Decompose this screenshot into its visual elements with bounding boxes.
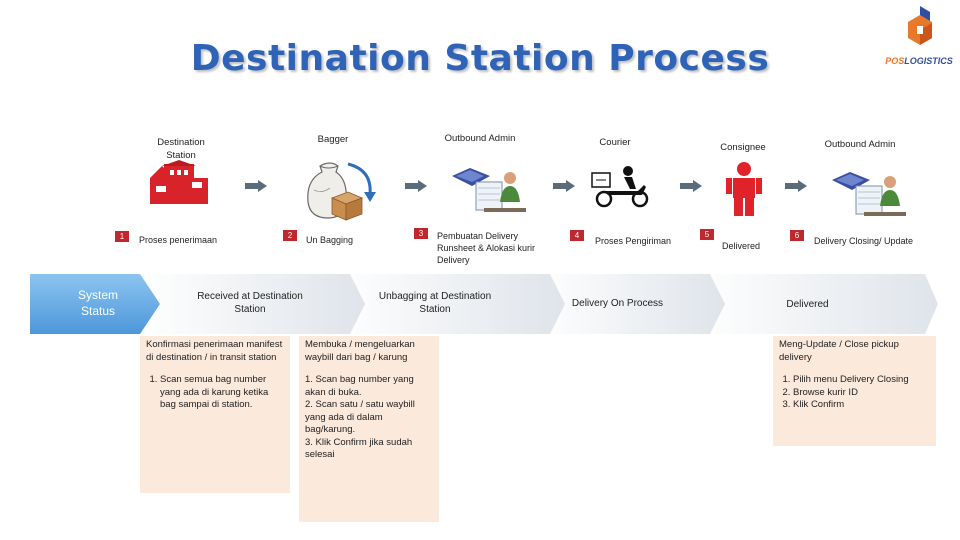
step-number-1: 1 bbox=[115, 231, 129, 242]
computer-operator-icon bbox=[450, 158, 530, 221]
step-number-6: 6 bbox=[790, 230, 804, 241]
role-courier: Courier bbox=[585, 136, 645, 149]
role-outbound-admin-2: Outbound Admin bbox=[810, 138, 910, 151]
arrow-right-icon bbox=[553, 180, 575, 192]
note-closing-intro: Meng-Update / Close pickup delivery bbox=[779, 339, 930, 364]
note-unbagging-intro: Membuka / mengeluarkan waybill dari bag … bbox=[305, 339, 433, 364]
step-number-3: 3 bbox=[414, 228, 428, 239]
role-bagger: Bagger bbox=[300, 133, 366, 146]
status-received: Received at Destination Station bbox=[190, 290, 310, 316]
note-unbagging: Membuka / mengeluarkan waybill dari bag … bbox=[299, 336, 439, 522]
note-unbagging-line: 1. Scan bag number yang akan di buka. bbox=[305, 374, 433, 399]
step-label-3: Pembuatan Delivery Runsheet & Alokasi ku… bbox=[437, 230, 552, 266]
note-unbagging-line: 3. Klik Confirm jika sudah selesai bbox=[305, 437, 433, 462]
note-receiving-intro: Konfirmasi penerimaan manifest di destin… bbox=[146, 339, 284, 364]
role-outbound-admin: Outbound Admin bbox=[430, 132, 530, 145]
note-closing: Meng-Update / Close pickup delivery Pili… bbox=[773, 336, 936, 446]
step-number-4: 4 bbox=[570, 230, 584, 241]
arrow-right-icon bbox=[680, 180, 702, 192]
logo-text: POSLOGISTICS bbox=[880, 56, 958, 66]
step-number-2: 2 bbox=[283, 230, 297, 241]
note-closing-item: Pilih menu Delivery Closing bbox=[793, 374, 930, 387]
step-label-1: Proses penerimaan bbox=[139, 234, 249, 246]
logo-mark-icon bbox=[880, 4, 958, 54]
logo: POSLOGISTICS bbox=[880, 4, 958, 72]
role-consignee: Consignee bbox=[710, 141, 776, 154]
arrow-right-icon bbox=[245, 180, 267, 192]
courier-motorbike-icon bbox=[590, 165, 654, 214]
note-closing-item: Klik Confirm bbox=[793, 399, 930, 412]
arrow-right-icon bbox=[785, 180, 807, 192]
step-label-2: Un Bagging bbox=[306, 234, 386, 246]
note-unbagging-line: 2. Scan satu / satu waybill yang ada di … bbox=[305, 399, 433, 437]
page-title: Destination Station Process bbox=[0, 38, 960, 79]
note-receiving-item: Scan semua bag number yang ada di karung… bbox=[160, 374, 284, 412]
step-label-5: Delivered bbox=[722, 240, 782, 252]
arrow-right-icon bbox=[405, 180, 427, 192]
step-label-6: Delivery Closing/ Update bbox=[814, 235, 934, 247]
status-delivery-on-process: Delivery On Process bbox=[555, 297, 680, 310]
note-closing-item: Browse kurir ID bbox=[793, 387, 930, 400]
person-icon bbox=[724, 162, 764, 221]
computer-operator-icon bbox=[830, 162, 910, 225]
step-label-4: Proses Pengiriman bbox=[595, 235, 685, 247]
role-destination-station: Destination Station bbox=[148, 136, 214, 162]
step-number-5: 5 bbox=[700, 229, 714, 240]
status-unbagging: Unbagging at Destination Station bbox=[365, 290, 505, 316]
note-unbagging-line-3: 3. Klik Confirm jika sudah selesai bbox=[305, 437, 412, 461]
system-status-label: System Status bbox=[70, 287, 126, 319]
sack-icon bbox=[300, 160, 384, 231]
status-delivered: Delivered bbox=[765, 298, 850, 311]
factory-icon bbox=[148, 160, 210, 211]
note-receiving: Konfirmasi penerimaan manifest di destin… bbox=[140, 336, 290, 493]
